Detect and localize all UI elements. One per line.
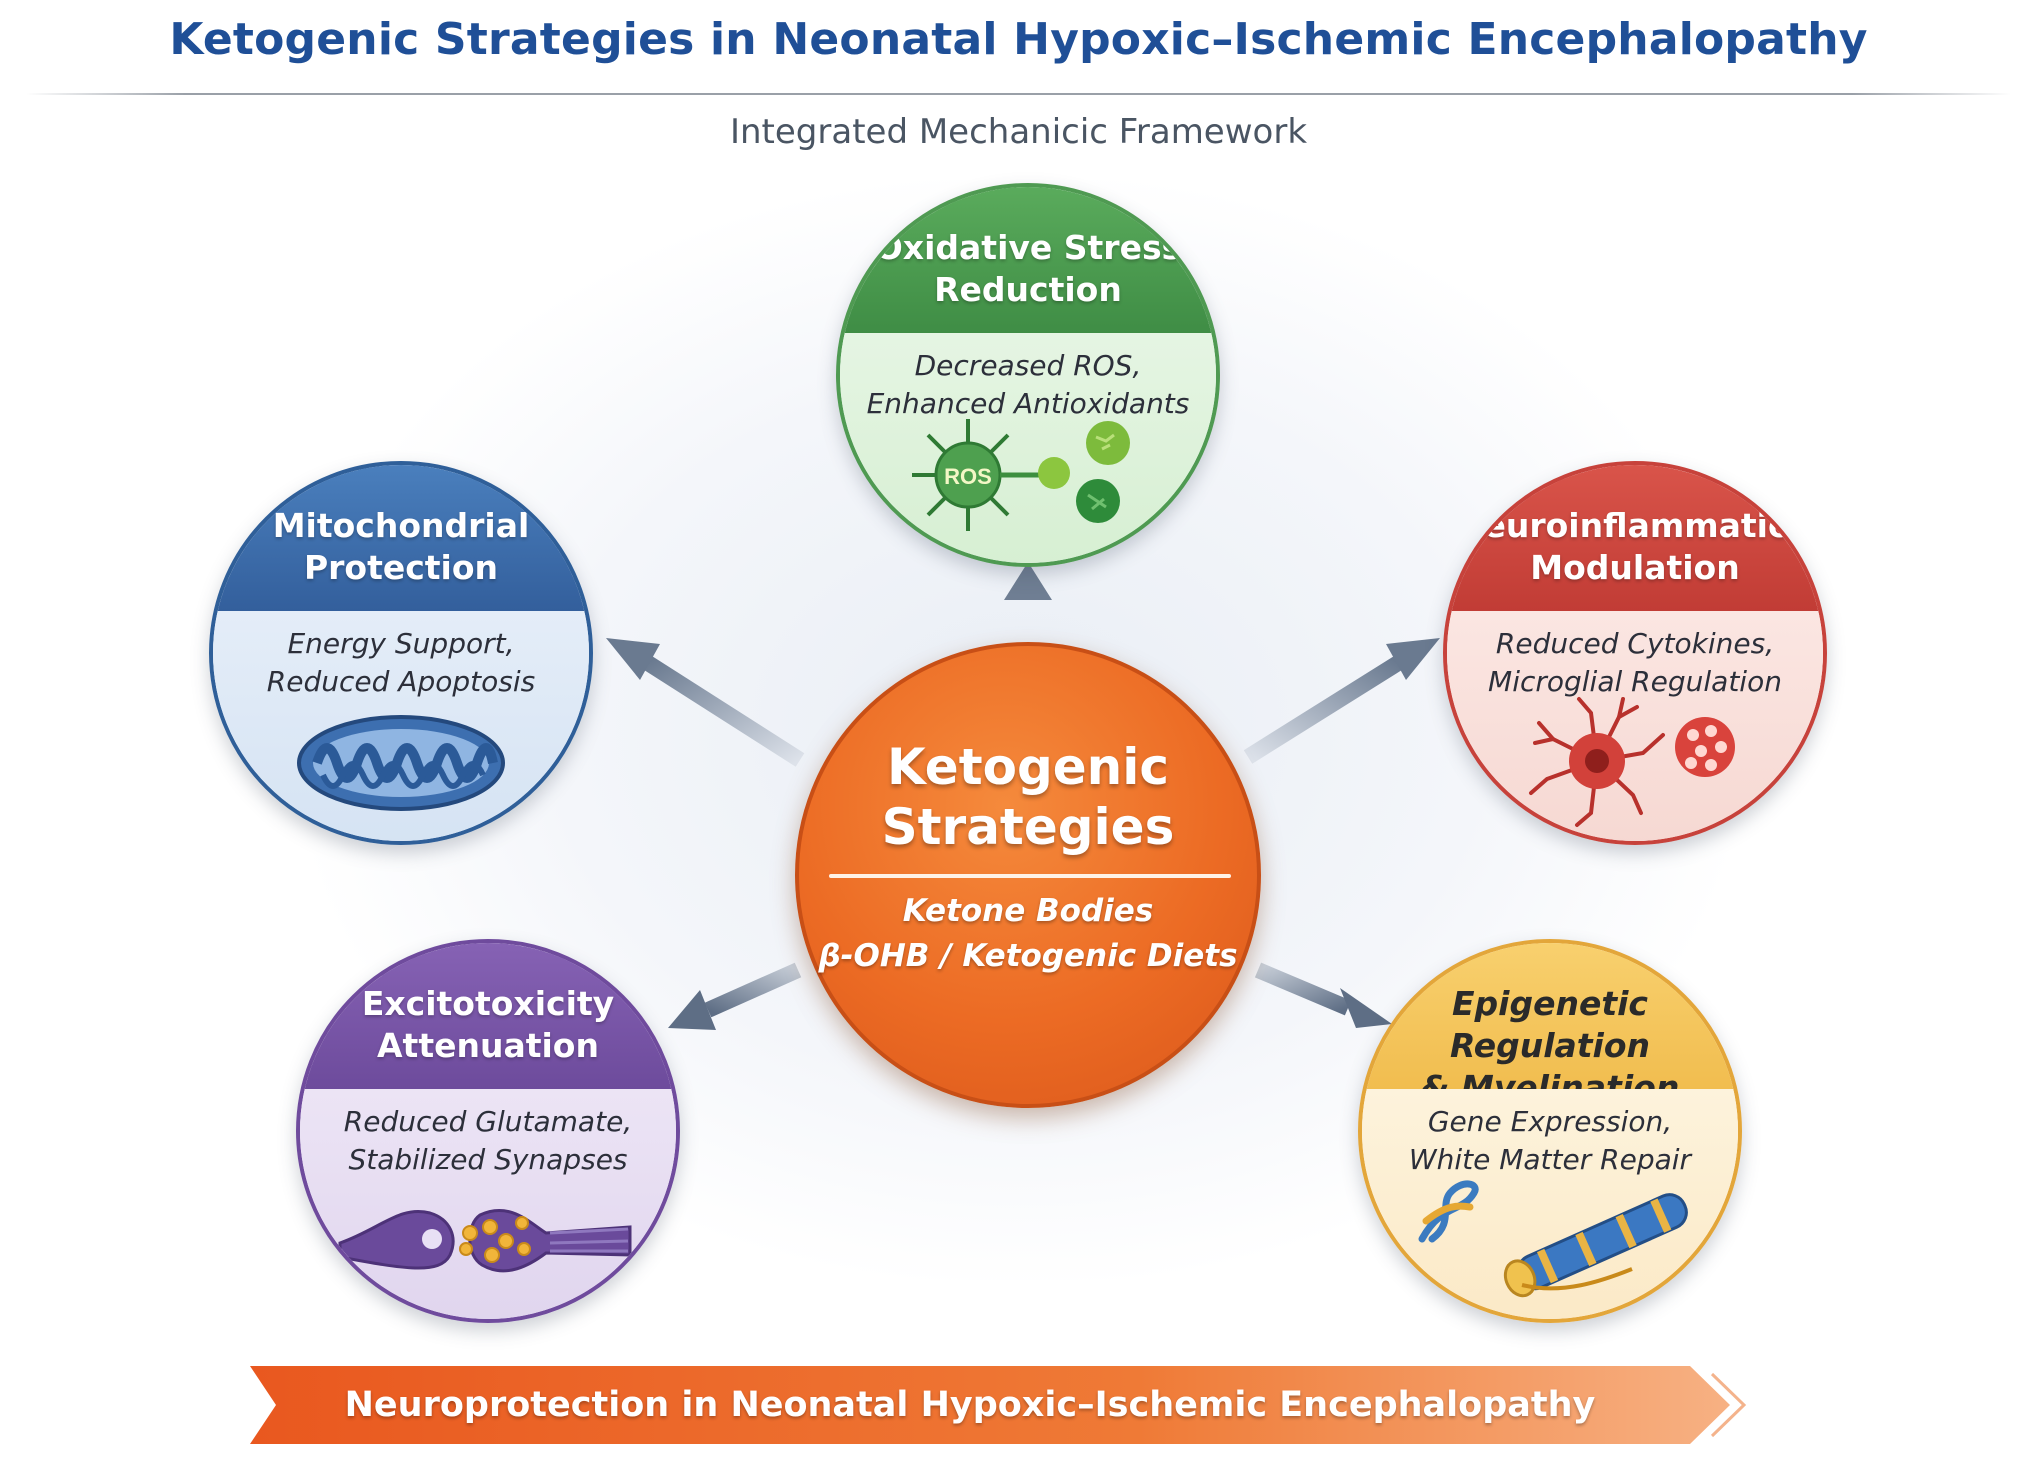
node-excitotoxicity-desc-1: Reduced Glutamate, (343, 1105, 633, 1138)
central-subtitle-line-2: β-OHB / Ketogenic Diets (818, 938, 1238, 974)
node-mitochondrial-desc-2: Reduced Apoptosis (266, 665, 536, 698)
mitochondrion-icon (297, 715, 505, 811)
ros-label: ROS (944, 464, 992, 489)
node-excitotoxicity-body: Reduced Glutamate, Stabilized Synapses (300, 1089, 676, 1319)
node-neuroinflammation-title-2: Modulation (1530, 548, 1740, 587)
node-mitochondrial-protection: Mitochondrial Protection Energy Support,… (209, 461, 593, 845)
node-oxidative-body: Decreased ROS, Enhanced Antioxidants (840, 333, 1216, 563)
node-neuroinflammation-modulation: Neuroinflammation Modulation Reduced Cyt… (1443, 461, 1827, 845)
ros-virus-icon: ROS (912, 419, 1130, 531)
synapse-icon (338, 1209, 632, 1273)
node-epigenetic-title-1: Epigenetic Regulation (1449, 984, 1651, 1065)
node-oxidative-desc-1: Decreased ROS, (914, 349, 1142, 382)
diagram-title: Ketogenic Strategies in Neonatal Hypoxic… (169, 14, 1868, 65)
node-mitochondrial-title-2: Protection (303, 548, 499, 587)
node-neuroinflammation-title-1: Neuroinflammation (1455, 506, 1815, 545)
microglia-icon (1529, 697, 1735, 827)
node-neuroinflammation-desc-2: Microglial Regulation (1488, 665, 1782, 698)
arrow-to-mitochondrial (606, 638, 805, 767)
node-mitochondrial-header: Mitochondrial Protection (213, 465, 589, 611)
node-excitotoxicity-desc-2: Stabilized Synapses (348, 1143, 628, 1176)
arrow-to-excitotoxicity (668, 962, 802, 1030)
diagram-subtitle: Integrated Mechanicic Framework (729, 112, 1308, 152)
central-title-line-2: Strategies (881, 798, 1175, 856)
node-epigenetic-regulation: Epigenetic Regulation & Myelination Gene… (1358, 939, 1742, 1323)
central-subtitle-line-1: Ketone Bodies (902, 893, 1154, 929)
node-excitotoxicity-title-2: Attenuation (377, 1026, 599, 1065)
node-oxidative-stress: Oxidative Stress Reduction Decreased ROS… (836, 183, 1220, 567)
myelin-axon-icon (1418, 1180, 1688, 1298)
central-title-line-1: Ketogenic (886, 738, 1170, 796)
outcome-banner-text: Neuroprotection in Neonatal Hypoxic–Isch… (344, 1385, 1596, 1425)
node-epigenetic-desc-1: Gene Expression, (1427, 1105, 1673, 1138)
title-divider (26, 93, 2011, 95)
node-excitotoxicity-header: Excitotoxicity Attenuation (300, 943, 676, 1089)
node-mitochondrial-desc-1: Energy Support, (287, 627, 515, 660)
node-mitochondrial-title-1: Mitochondrial (272, 506, 530, 545)
node-excitotoxicity-title-1: Excitotoxicity (361, 984, 615, 1023)
node-oxidative-title-2: Reduction (934, 270, 1122, 309)
outcome-banner-shape (250, 1366, 1747, 1444)
node-oxidative-title-1: Oxidative Stress (874, 228, 1182, 267)
node-epigenetic-desc-2: White Matter Repair (1408, 1143, 1692, 1176)
arrow-to-neuroinflammation (1243, 638, 1440, 764)
node-oxidative-header: Oxidative Stress Reduction (840, 187, 1216, 333)
node-excitotoxicity-attenuation: Excitotoxicity Attenuation Reduced Gluta… (296, 939, 680, 1323)
node-oxidative-desc-2: Enhanced Antioxidants (866, 387, 1190, 420)
central-divider (829, 874, 1231, 878)
central-node-ketogenic-strategies: Ketogenic Strategies Ketone Bodies β-OHB… (795, 642, 1261, 1108)
node-neuroinflammation-header: Neuroinflammation Modulation (1447, 465, 1823, 611)
arrow-to-oxidative (1004, 562, 1052, 645)
node-neuroinflammation-desc-1: Reduced Cytokines, (1495, 627, 1775, 660)
